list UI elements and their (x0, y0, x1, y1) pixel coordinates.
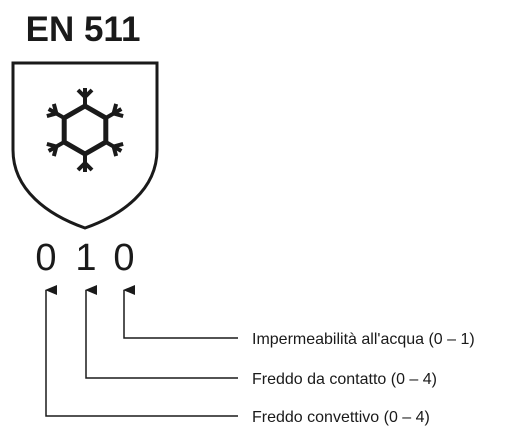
callout-label-water: Impermeabilità all'acqua (0 – 1) (252, 331, 475, 348)
shield-outline (11, 61, 159, 230)
callout-line-2 (85, 285, 238, 379)
standard-title: EN 511 (26, 10, 141, 49)
performance-digit-1: 0 (35, 237, 56, 279)
callout-line-3 (123, 285, 238, 339)
snowflake-icon (46, 88, 124, 172)
callout-label-convective-cold: Freddo convettivo (0 – 4) (252, 409, 430, 426)
performance-digit-3: 0 (113, 237, 134, 279)
callout-line-1 (45, 285, 238, 417)
performance-digit-2: 1 (75, 237, 96, 279)
callout-label-contact-cold: Freddo da contatto (0 – 4) (252, 371, 437, 388)
